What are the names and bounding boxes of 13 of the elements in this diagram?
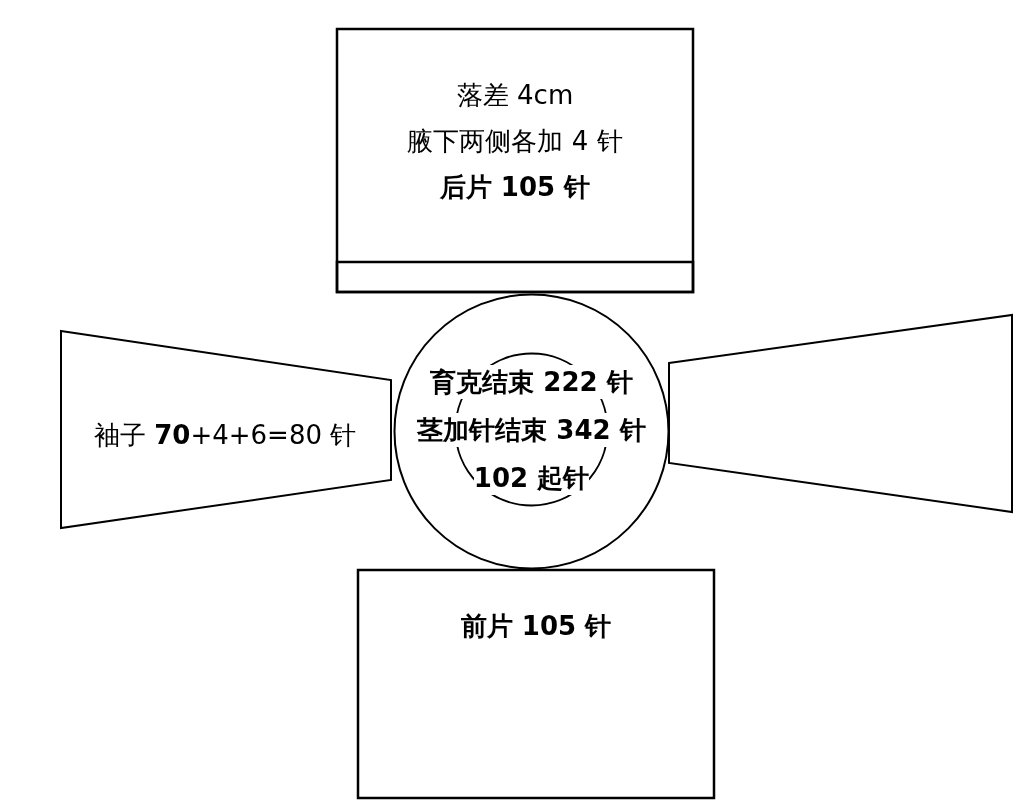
panel-note: 后片 105 针 bbox=[439, 171, 591, 204]
sleeve-trapezoid bbox=[668, 314, 1013, 513]
front-panel-box bbox=[357, 569, 715, 799]
sleeve-trapezoid bbox=[60, 330, 392, 529]
stitch-note: 茎加针结束 342 针 bbox=[417, 413, 646, 447]
panel-note: 落差 4cm bbox=[456, 79, 574, 112]
panel-label: 前片 105 针 bbox=[460, 610, 612, 643]
yoke-circle bbox=[393, 293, 670, 570]
sleeve-label: 袖子 70+4+6=80 针 bbox=[94, 420, 357, 450]
stitch-note: 育克结束 222 针 bbox=[430, 365, 633, 399]
back-panel-box bbox=[336, 28, 694, 293]
panel-note: 腋下两侧各加 4 针 bbox=[407, 125, 623, 158]
ribbing-band bbox=[336, 261, 694, 293]
